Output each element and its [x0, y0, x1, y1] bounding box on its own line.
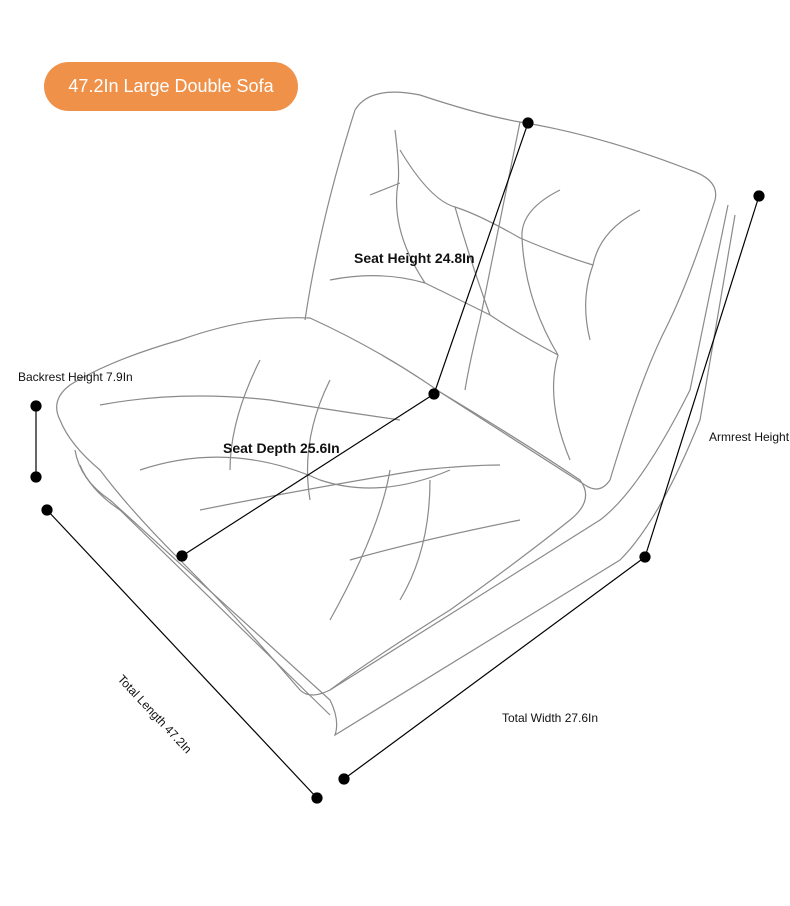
armrest-height-line	[644, 195, 760, 558]
backrest-height-label: Backrest Height 7.9In	[18, 370, 133, 384]
dimension-dot	[41, 504, 53, 516]
dimension-dot	[30, 400, 42, 412]
sofa-outline	[56, 91, 736, 737]
dimension-dot	[338, 773, 350, 785]
title-badge: 47.2In Large Double Sofa	[44, 62, 298, 111]
dimension-dot	[176, 550, 188, 562]
total-width-line	[343, 556, 646, 780]
dimension-dot	[311, 792, 323, 804]
armrest-height-label: Armrest Height	[709, 430, 790, 444]
dimension-dot	[30, 471, 42, 483]
seat-height-line	[433, 122, 529, 395]
dimension-dot	[522, 117, 534, 129]
total-width-label: Total Width 27.6In	[502, 711, 599, 725]
dimension-lines	[30, 117, 765, 804]
dimension-dot	[753, 190, 765, 202]
total-length-line	[46, 509, 318, 799]
seat-depth-line	[181, 393, 435, 557]
dimension-dot	[428, 388, 440, 400]
seat-depth-label: Seat Depth 25.6In	[223, 440, 340, 456]
seat-height-label: Seat Height 24.8In	[354, 250, 475, 266]
dimension-dot	[639, 551, 651, 563]
